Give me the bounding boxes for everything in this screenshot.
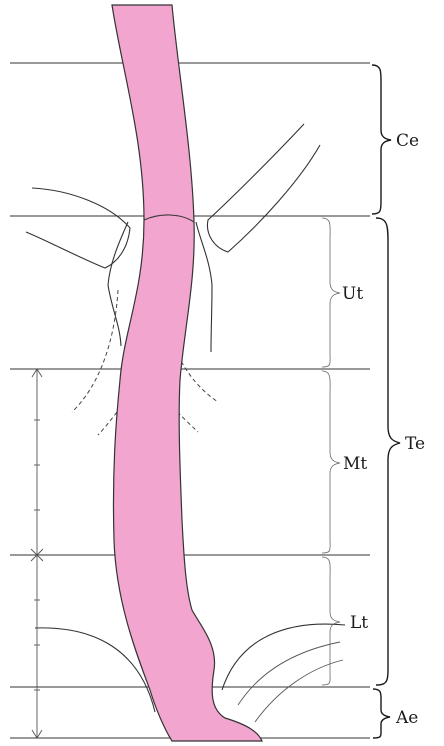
clavicle-right <box>207 124 320 252</box>
brace-ae <box>373 689 390 738</box>
brace-ut <box>322 218 340 367</box>
diaphragm-right-inner-1 <box>238 642 340 705</box>
trachea-left-contour <box>108 222 128 346</box>
brace-te <box>376 218 400 685</box>
trachea-right-contour <box>196 222 212 352</box>
brace-ce <box>372 65 391 214</box>
label-te: Te <box>405 434 425 454</box>
brace-mt <box>322 371 340 553</box>
label-lt: Lt <box>350 613 368 633</box>
diaphragm-right <box>222 624 345 690</box>
label-mt: Mt <box>343 454 367 474</box>
label-ut: Ut <box>342 284 363 304</box>
esophagus <box>112 5 262 741</box>
label-ae: Ae <box>395 708 418 728</box>
label-ce: Ce <box>396 131 419 151</box>
bronchus-left-dashed-outer <box>72 290 118 412</box>
